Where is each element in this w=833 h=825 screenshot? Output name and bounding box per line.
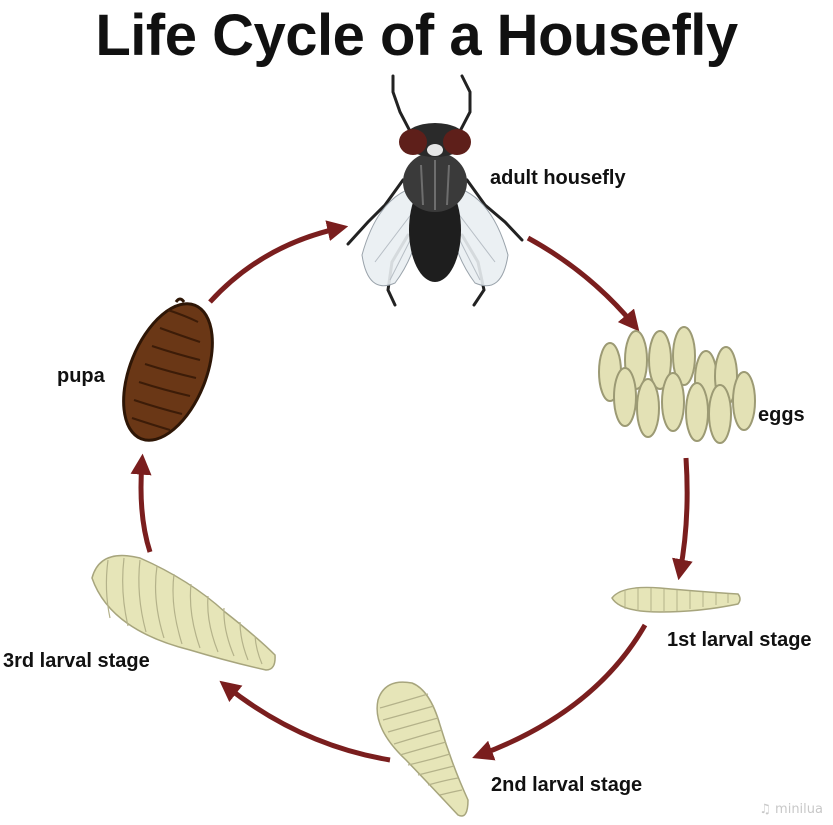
arrow-pupa-to-adult xyxy=(208,220,349,304)
arrow-larva1-to-larva2 xyxy=(472,623,648,761)
adult-housefly-illustration xyxy=(346,74,524,307)
larva-1-illustration xyxy=(611,586,741,613)
arrow-larva3-to-pupa xyxy=(130,453,153,553)
arrow-larva2-to-larva3 xyxy=(219,680,391,763)
label-1st-larval-stage: 1st larval stage xyxy=(667,629,812,651)
larva-3-illustration xyxy=(91,554,276,671)
cycle-arrows xyxy=(130,220,693,763)
label-pupa: pupa xyxy=(57,365,105,387)
eggs-illustration xyxy=(598,326,756,444)
diagram-title: Life Cycle of a Housefly xyxy=(95,3,738,68)
label-3rd-larval-stage: 3rd larval stage xyxy=(3,650,150,672)
larva-2-illustration xyxy=(376,681,469,817)
pupa-illustration xyxy=(122,297,214,442)
arrow-adult-to-eggs xyxy=(526,235,640,332)
label-2nd-larval-stage: 2nd larval stage xyxy=(491,774,643,796)
watermark-text: minilua xyxy=(775,802,823,817)
label-eggs: eggs xyxy=(758,404,805,426)
arrow-eggs-to-larva1 xyxy=(672,457,693,581)
watermark: ♫ minilua xyxy=(759,802,823,817)
watermark-icon: ♫ xyxy=(759,802,776,817)
label-adult-housefly: adult housefly xyxy=(490,167,626,189)
